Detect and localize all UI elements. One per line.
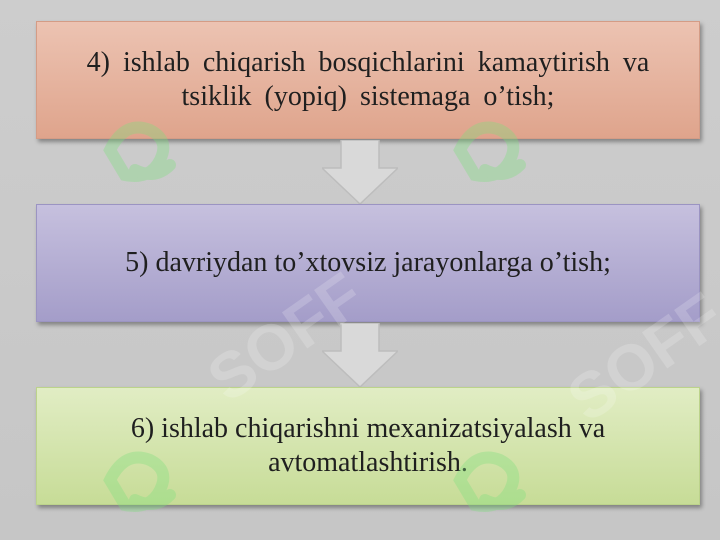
step-box-6: 6) ishlab chiqarishni mexanizatsiyalash … [36, 387, 700, 505]
step-box-5: 5) davriydan to’xtovsiz jarayonlarga o’t… [36, 204, 700, 322]
down-arrow-icon [322, 323, 398, 387]
step-text-5: 5) davriydan to’xtovsiz jarayonlarga o’t… [125, 247, 611, 278]
down-arrow-icon [322, 140, 398, 204]
step-text-4: 4) ishlab chiqarish bosqichlarini kamayt… [86, 47, 650, 112]
step-box-4: 4) ishlab chiqarish bosqichlarini kamayt… [36, 21, 700, 139]
step-text-6: 6) ishlab chiqarishni mexanizatsiyalash … [130, 413, 606, 478]
